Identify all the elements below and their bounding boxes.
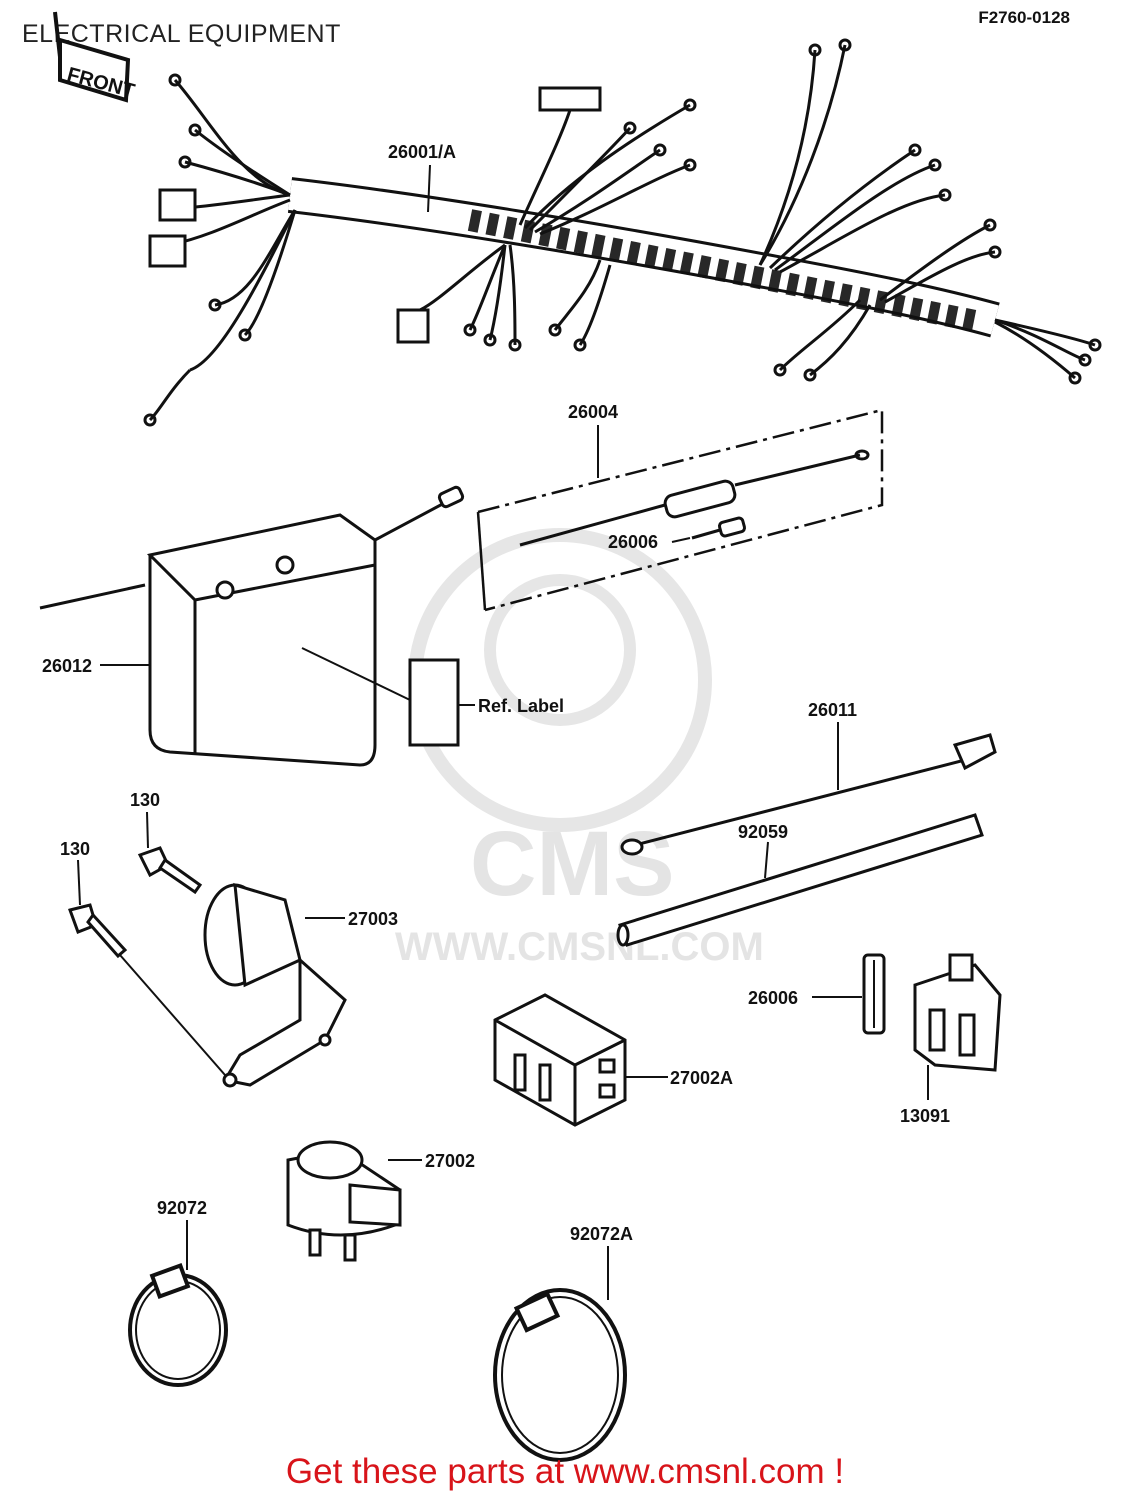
fuse [862, 953, 886, 1035]
label-27002: 27002 [425, 1151, 475, 1171]
band-92072A [493, 1288, 627, 1462]
bolt-upper-leader-line [146, 811, 149, 849]
label-130-upper: 130 [130, 790, 160, 810]
wiring-harness [143, 38, 1102, 427]
label-26006-lead: 26006 [608, 532, 658, 552]
label-130-lower: 130 [60, 839, 90, 859]
watermark-logo-text: CMS [470, 813, 674, 915]
label-13091: 13091 [900, 1106, 950, 1126]
battery-cable [620, 733, 997, 856]
label-26006-fuse: 26006 [748, 988, 798, 1008]
label-27003: 27003 [348, 909, 398, 929]
bolt-lower-leader-line [77, 859, 81, 906]
tube-leader-line [764, 841, 769, 879]
label-92072: 92072 [157, 1198, 207, 1218]
regulator [203, 882, 347, 1088]
horn-switch [286, 1140, 402, 1262]
figure-code: F2760-0128 [978, 8, 1070, 27]
bolt-guide-line [119, 954, 226, 1076]
label-26004: 26004 [568, 402, 618, 422]
label-ref-label: Ref. Label [478, 696, 564, 716]
label-92072A: 92072A [570, 1224, 633, 1244]
bolts [68, 846, 203, 959]
watermark-url-text: WWW.CMSNL.COM [395, 925, 764, 969]
battery [39, 485, 465, 767]
relay [913, 953, 1002, 1072]
label-26011: 26011 [808, 700, 857, 720]
label-26001A: 26001/A [388, 142, 456, 162]
relay-box [493, 993, 627, 1127]
lead-assembly-box [476, 408, 884, 612]
get-parts-link[interactable]: Get these parts at www.cmsnl.com ! [285, 1452, 845, 1491]
harness-leader-line [427, 164, 431, 213]
label-27002A: 27002A [670, 1068, 733, 1088]
label-92059: 92059 [738, 822, 788, 842]
band-92072 [128, 1262, 228, 1387]
front-tag: FRONT [53, 11, 137, 103]
fuse-lead-leader-line [671, 537, 691, 543]
protective-tube [616, 813, 984, 947]
fuse-lead-cable [519, 449, 870, 547]
ref-label-pointer [301, 647, 411, 701]
label-26012: 26012 [42, 656, 92, 676]
